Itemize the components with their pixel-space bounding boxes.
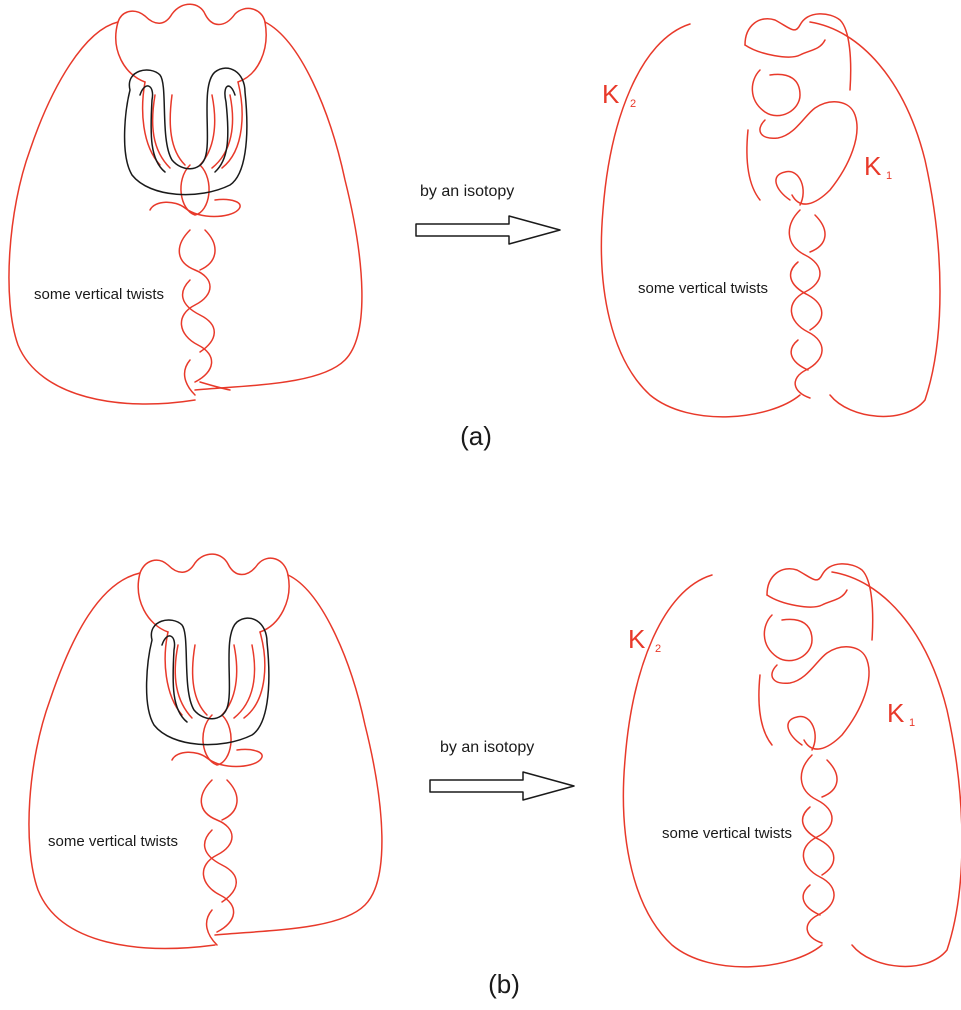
svg-text:K: K bbox=[628, 624, 646, 654]
twists-label-right-b: some vertical twists bbox=[662, 825, 792, 842]
k1-label-a: K 1 bbox=[864, 151, 892, 182]
isotopy-arrow-a bbox=[416, 216, 560, 244]
svg-text:2: 2 bbox=[655, 643, 661, 655]
panel-b-right-diagram bbox=[623, 564, 961, 967]
panel-a-left-diagram bbox=[9, 4, 362, 404]
svg-text:2: 2 bbox=[630, 98, 636, 110]
svg-text:K: K bbox=[887, 698, 905, 728]
k2-label-b: K 2 bbox=[628, 624, 661, 655]
svg-text:K: K bbox=[602, 79, 620, 109]
arrow-label-b: by an isotopy bbox=[440, 739, 534, 756]
twists-label-right-a: some vertical twists bbox=[638, 280, 768, 297]
isotopy-arrow-b bbox=[430, 772, 574, 800]
svg-text:K: K bbox=[864, 151, 882, 181]
svg-text:1: 1 bbox=[886, 170, 892, 182]
panel-b: some vertical twists by an isotopy some … bbox=[29, 554, 961, 999]
k1-label-b: K 1 bbox=[887, 698, 915, 729]
panel-b-left-diagram bbox=[29, 554, 382, 948]
panel-a-right-diagram bbox=[601, 14, 940, 417]
k2-label-a: K 2 bbox=[602, 79, 636, 110]
caption-a: (a) bbox=[460, 421, 492, 451]
arrow-label-a: by an isotopy bbox=[420, 183, 514, 200]
twists-label-left-b: some vertical twists bbox=[48, 833, 178, 850]
svg-text:1: 1 bbox=[909, 717, 915, 729]
twists-label-left-a: some vertical twists bbox=[34, 286, 164, 303]
caption-b: (b) bbox=[488, 969, 520, 999]
panel-a: some vertical twists by an isotopy some … bbox=[9, 4, 940, 451]
